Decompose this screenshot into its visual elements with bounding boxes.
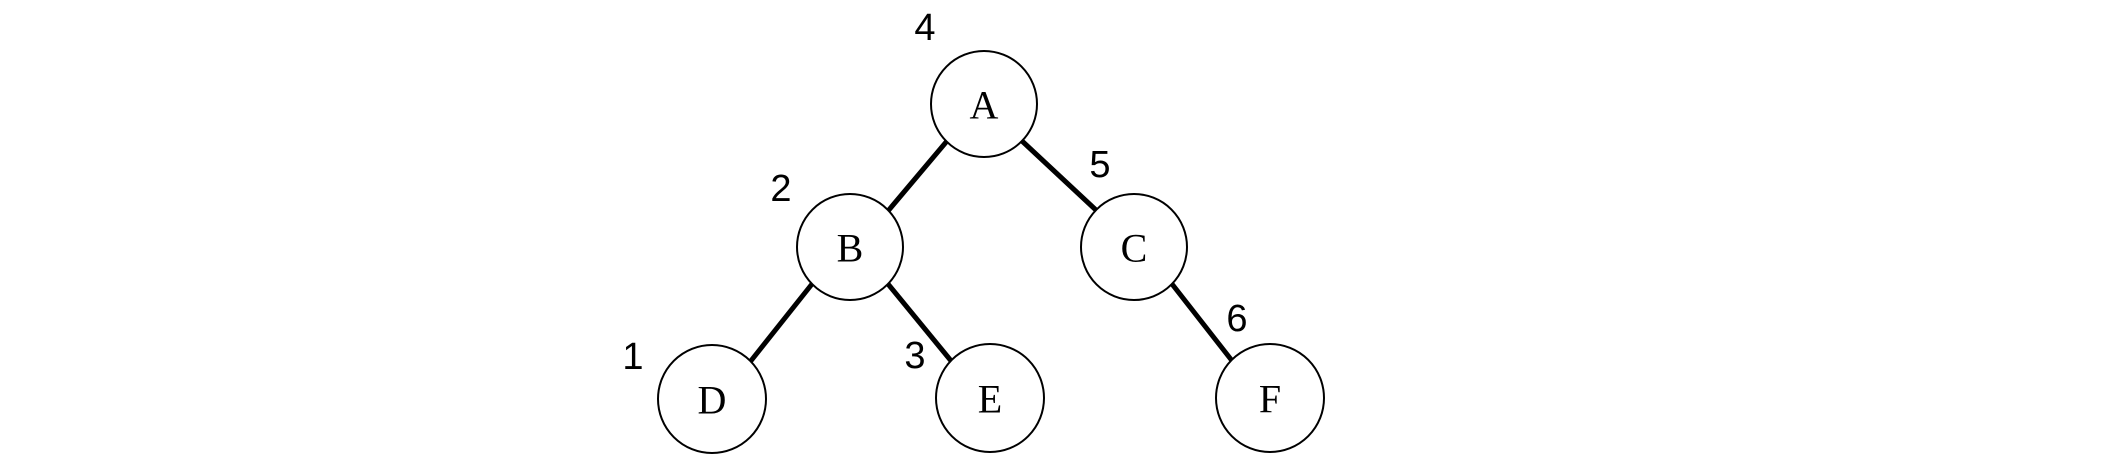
- tree-node-f[interactable]: F: [1215, 343, 1325, 453]
- tree-node-circle-b: [796, 193, 904, 301]
- tree-node-e[interactable]: E: [935, 343, 1045, 453]
- tree-node-b[interactable]: B: [796, 193, 904, 301]
- edges-group: [748, 139, 1235, 364]
- tree-node-label-e: E: [978, 377, 1002, 422]
- tree-node-circle-e: [935, 343, 1045, 453]
- tree-node-label-c: C: [1121, 226, 1148, 271]
- tree-node-c[interactable]: C: [1080, 193, 1188, 301]
- tree-edge-b-d: [748, 282, 814, 364]
- tree-node-label-f: F: [1259, 377, 1281, 422]
- tree-edge-b-e: [886, 282, 954, 364]
- edge-weights-group: 4 2 5 1 3 6: [622, 7, 1247, 378]
- tree-node-label-a: A: [970, 83, 999, 128]
- tree-node-label-b: B: [837, 226, 864, 271]
- tree-node-circle-c: [1080, 193, 1188, 301]
- tree-node-a[interactable]: A: [930, 50, 1038, 158]
- tree-node-number-b: 2: [770, 168, 791, 210]
- tree-node-circle-a: [930, 50, 1038, 158]
- tree-node-number-e: 3: [904, 335, 925, 377]
- tree-node-circle-f: [1215, 343, 1325, 453]
- tree-node-label-d: D: [698, 378, 727, 423]
- tree-node-circle-d: [657, 344, 767, 454]
- tree-node-number-d: 1: [622, 336, 643, 378]
- tree-edge-c-f: [1170, 282, 1235, 364]
- tree-node-number-c: 5: [1089, 144, 1110, 186]
- tree-edge-a-b: [886, 139, 949, 213]
- tree-node-d[interactable]: D: [657, 344, 767, 454]
- tree-node-number-f: 6: [1226, 298, 1247, 340]
- tree-node-number-a: 4: [914, 7, 935, 49]
- tree-edge-a-c: [1020, 139, 1099, 213]
- nodes-group: A B C D E F: [657, 50, 1325, 454]
